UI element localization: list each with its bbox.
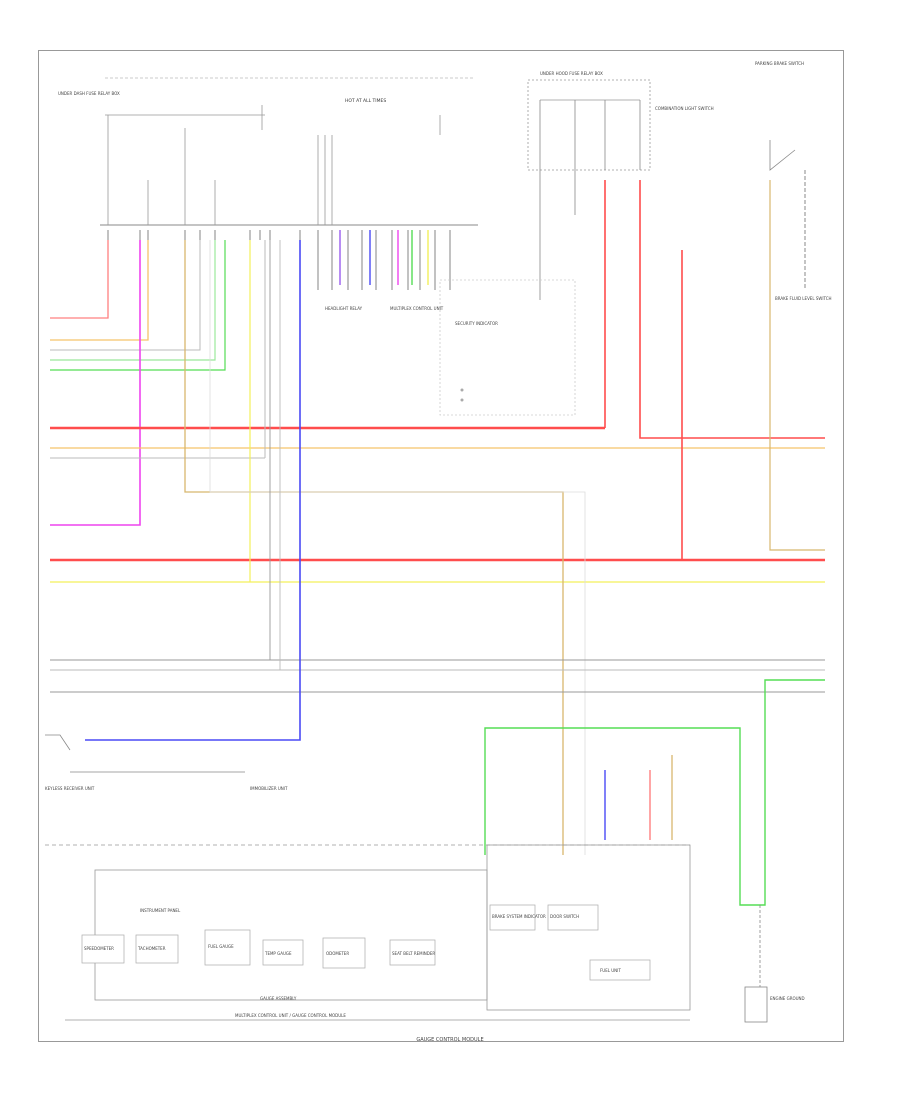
ground-switch-box bbox=[744, 986, 768, 1023]
wire-tan-right bbox=[769, 180, 825, 551]
wire-gray-route bbox=[209, 240, 586, 855]
door-switch-block bbox=[547, 904, 599, 931]
label-seat-belt: SEAT BELT REMINDER bbox=[392, 951, 435, 956]
label-instrument-panel: INSTRUMENT PANEL bbox=[140, 908, 181, 913]
tachometer-block bbox=[135, 934, 179, 964]
label-fuse-box-right: UNDER HOOD FUSE RELAY BOX bbox=[540, 71, 603, 76]
wire-gray-left bbox=[50, 240, 201, 351]
label-brake-fluid: BRAKE FLUID LEVEL SWITCH bbox=[775, 296, 832, 301]
label-security-indicator: SECURITY INDICATOR bbox=[455, 321, 498, 326]
label-immobilizer-unit: IMMOBILIZER UNIT bbox=[250, 786, 288, 791]
label-fuel-gauge: FUEL GAUGE bbox=[208, 944, 234, 949]
wire-lightgreen-left bbox=[50, 240, 216, 361]
label-combination-light-switch: COMBINATION LIGHT SWITCH bbox=[655, 106, 714, 111]
parking-brake-switch bbox=[769, 140, 796, 171]
wire-magenta-left bbox=[50, 240, 141, 526]
odometer-block bbox=[322, 937, 366, 969]
label-brake-light: BRAKE SYSTEM INDICATOR bbox=[492, 914, 546, 919]
label-gauge-assembly: GAUGE ASSEMBLY bbox=[260, 996, 297, 1001]
label-headlight-relay: HEADLIGHT RELAY bbox=[325, 306, 363, 311]
label-fuse-box-left: UNDER DASH FUSE RELAY BOX bbox=[58, 91, 120, 96]
security-switch bbox=[45, 734, 71, 751]
label-top-center: HOT AT ALL TIMES bbox=[345, 98, 386, 104]
label-keyless-receiver: KEYLESS RECEIVER UNIT bbox=[45, 786, 95, 791]
label-tachometer: TACHOMETER bbox=[137, 946, 166, 951]
seat-belt-block bbox=[389, 939, 436, 966]
label-fuel-unit: FUEL UNIT bbox=[600, 968, 621, 973]
wire-tan-route bbox=[184, 240, 564, 855]
temp-gauge-block bbox=[262, 939, 304, 966]
label-bottom-bus: MULTIPLEX CONTROL UNIT / GAUGE CONTROL M… bbox=[235, 1013, 346, 1018]
fuel-unit-block bbox=[589, 959, 651, 981]
label-door-switch: DOOR SWITCH bbox=[550, 914, 579, 919]
wire-pink-left bbox=[50, 240, 109, 319]
connector-color-stubs bbox=[339, 230, 429, 285]
under-hood-drops bbox=[539, 100, 641, 300]
label-odometer: ODOMETER bbox=[326, 951, 349, 956]
fuel-gauge-block bbox=[204, 929, 251, 966]
wire-green-left bbox=[50, 240, 226, 371]
label-engine-ground: ENGINE GROUND bbox=[770, 996, 805, 1001]
label-multiplex-unit: MULTIPLEX CONTROL UNIT bbox=[390, 306, 444, 311]
brake-indicator-block bbox=[489, 904, 536, 931]
speedometer-block bbox=[81, 934, 125, 964]
label-parking-brake: PARKING BRAKE SWITCH bbox=[755, 61, 804, 66]
wire-blue bbox=[85, 240, 301, 741]
bottom-caption: GAUGE CONTROL MODULE bbox=[416, 1037, 484, 1043]
gauge-right-box bbox=[486, 844, 691, 1011]
wire-green-lower bbox=[484, 679, 825, 906]
label-speedometer: SPEEDOMETER bbox=[84, 946, 114, 951]
wire-red-right bbox=[639, 180, 825, 439]
label-temp-gauge: TEMP GAUGE bbox=[264, 951, 292, 956]
wire-orange-left bbox=[50, 240, 149, 341]
security-unit-box bbox=[439, 279, 576, 416]
diagram-frame bbox=[38, 50, 844, 1042]
fuse-drops bbox=[107, 115, 441, 225]
connector-pins bbox=[107, 230, 451, 290]
under-hood-fuse-box bbox=[527, 79, 651, 171]
